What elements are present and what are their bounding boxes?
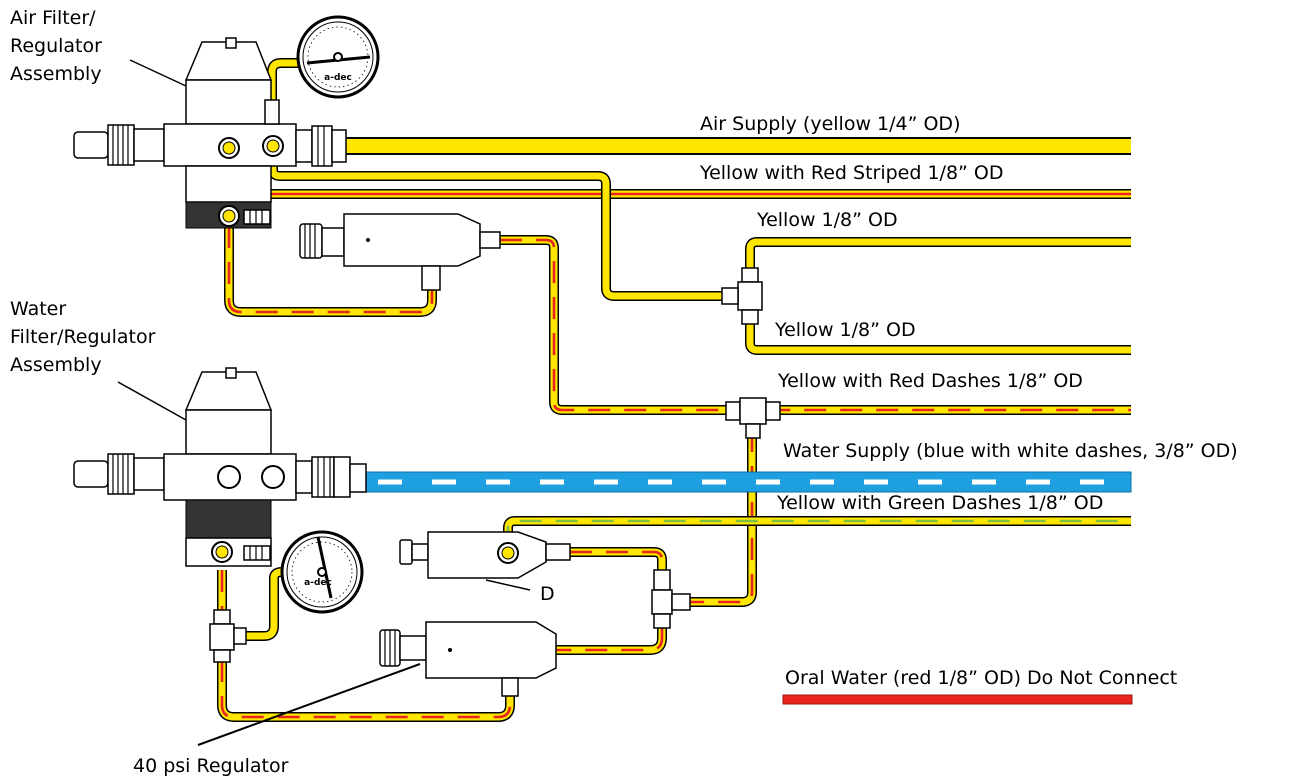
water-supply-label: Water Supply (blue with white dashes, 3/… — [783, 440, 1238, 462]
air-tee-fitting — [721, 267, 763, 325]
regulator-40psi-label: 40 psi Regulator — [133, 755, 289, 777]
air-filter-label-line3: Assembly — [10, 63, 102, 85]
red-dash-loop-tube — [224, 226, 437, 317]
d-regulator — [399, 531, 571, 579]
upper-regulator — [299, 213, 501, 291]
yellow-red-dashes-label: Yellow with Red Dashes 1/8” OD — [777, 370, 1083, 392]
air-supply-label: Air Supply (yellow 1/4” OD) — [700, 113, 960, 135]
red-dash-vertical-tube — [690, 430, 757, 607]
yellow-green-dashes-tube — [503, 516, 1131, 548]
water-tee-fitting — [725, 397, 781, 439]
air-gauge-brand-label: a-dec — [324, 73, 352, 83]
water-filter-label-line2: Filter/Regulator — [10, 326, 156, 348]
air-filter-label-line1: Air Filter/ — [10, 7, 96, 29]
yellow-bottom-label: Yellow 1/8” OD — [774, 319, 916, 341]
water-filter-label-line1: Water — [10, 298, 66, 320]
oral-water-tube — [782, 694, 1133, 705]
water-block-tee-fitting — [209, 609, 247, 663]
water-gauge-feed-tube — [244, 567, 283, 641]
yellow-red-dashes-tube — [500, 235, 1131, 415]
part-d-leader — [485, 579, 531, 591]
d-tee-stack — [651, 569, 691, 629]
yellow-tee-branches — [745, 237, 1131, 355]
air-gauge-feed-tube — [267, 58, 300, 100]
water-filter-regulator-assembly — [73, 367, 367, 567]
air-filter-label-line2: Regulator — [10, 35, 102, 57]
d-outlet-tube — [570, 547, 667, 570]
lower-regulator-feed-tube — [556, 628, 667, 655]
air-pressure-gauge: a-dec — [296, 15, 380, 99]
yellow-top-label: Yellow 1/8” OD — [756, 209, 898, 231]
regulator-40psi-leader — [197, 663, 421, 746]
yellow-green-dashes-label: Yellow with Green Dashes 1/8” OD — [776, 492, 1103, 514]
water-loop-tube — [217, 570, 515, 722]
yellow-red-striped-label: Yellow with Red Striped 1/8” OD — [699, 162, 1004, 184]
oral-water-label: Oral Water (red 1/8” OD) Do Not Connect — [785, 667, 1177, 689]
water-supply-tube — [364, 471, 1132, 493]
yellow-tube-to-tee — [268, 150, 728, 301]
forty-psi-regulator — [379, 621, 557, 697]
part-d-label: D — [540, 583, 555, 605]
water-filter-label-line3: Assembly — [10, 354, 102, 376]
air-filter-regulator-assembly — [73, 37, 347, 229]
water-assembly-leader — [117, 381, 187, 421]
water-pressure-gauge: a-dec — [280, 530, 364, 614]
water-gauge-brand-label: a-dec — [304, 578, 332, 588]
air-assembly-leader — [129, 59, 187, 87]
